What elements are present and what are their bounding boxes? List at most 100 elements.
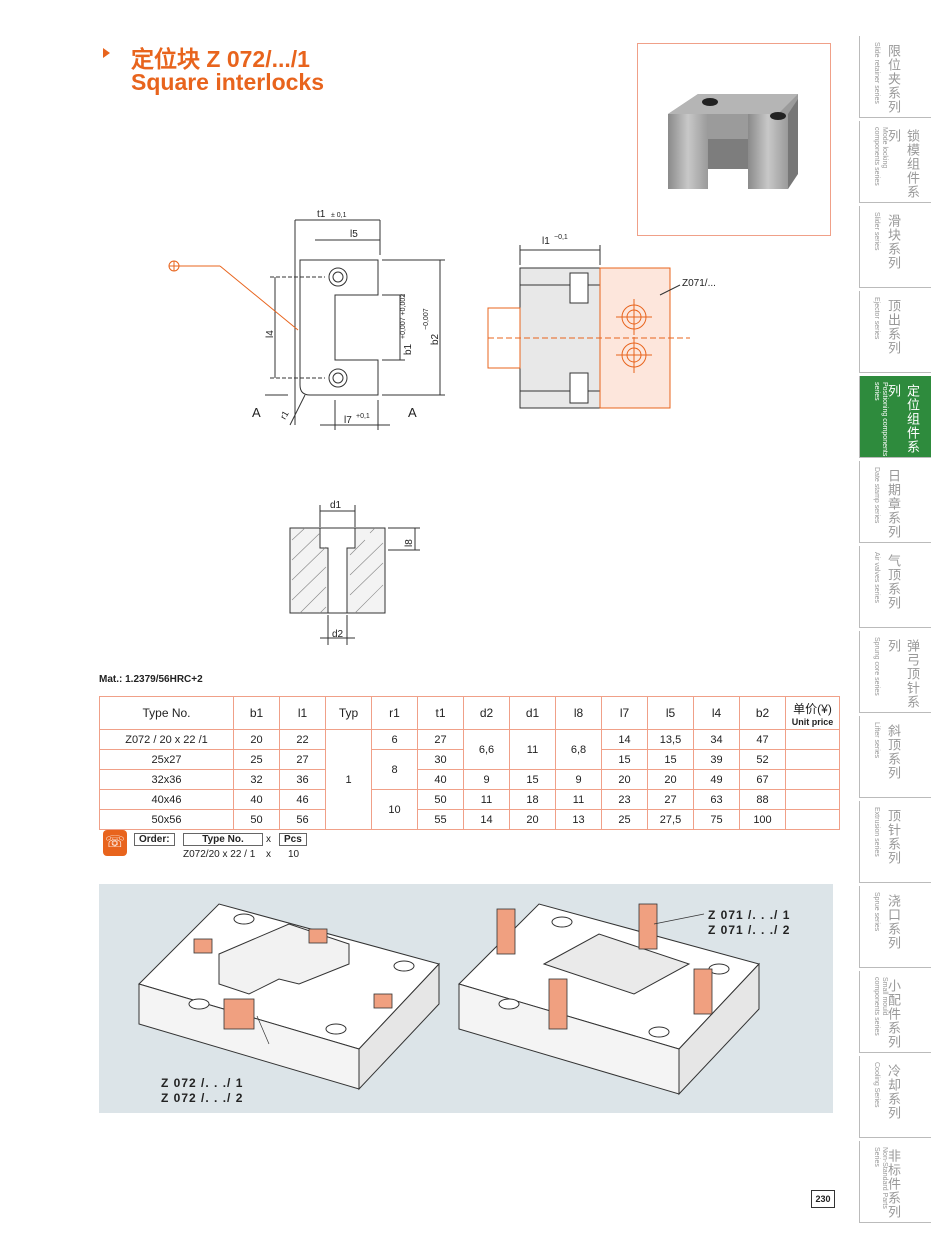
caption-z071-2: Z 071 /. . ./ 2 xyxy=(708,923,791,937)
col-header: t1 xyxy=(417,696,464,730)
price-header-cn: 单价(¥) xyxy=(793,701,832,716)
cell: 11 xyxy=(555,789,602,810)
dim-l1-tol: −0,1 xyxy=(554,234,568,241)
cell: 50 xyxy=(417,789,464,810)
dim-d2: d2 xyxy=(332,629,344,640)
order-x2: x xyxy=(266,849,271,860)
tab-label-en: Positioning components series xyxy=(873,382,888,457)
dim-l4: l4 xyxy=(265,330,276,338)
cell: 75 xyxy=(693,809,740,830)
col-header: d1 xyxy=(509,696,556,730)
order-type-label: Type No. xyxy=(183,833,263,846)
order-x1: x xyxy=(266,834,271,845)
cell-price xyxy=(785,729,840,750)
cell-typ: 1 xyxy=(325,729,372,830)
price-header-en: Unit price xyxy=(791,716,834,727)
cell: 9 xyxy=(463,769,510,790)
dim-t1-tol: ± 0,1 xyxy=(331,212,347,219)
cell: 20 xyxy=(509,809,556,830)
tab-label-cn: 冷却系列 xyxy=(886,1064,901,1120)
cell: 23 xyxy=(601,789,648,810)
dim-l5: l5 xyxy=(350,229,358,240)
col-header: l5 xyxy=(647,696,694,730)
tab-label-cn: 非标件系列 xyxy=(886,1149,901,1219)
cell: 40 xyxy=(233,789,280,810)
tab-label-cn: 定位组件系列 xyxy=(886,384,920,454)
page-number: 230 xyxy=(811,1190,835,1208)
ref-z071: Z071/... xyxy=(682,278,716,289)
col-header: b2 xyxy=(739,696,786,730)
dim-l8: l8 xyxy=(404,539,415,547)
cell: 20 xyxy=(647,769,694,790)
table-header-row: Type No. b1 l1 Typ r1 t1 d2 d1 l8 l7 l5 … xyxy=(99,696,840,730)
cell-r1-merged: 8 xyxy=(371,749,418,790)
cell: 39 xyxy=(693,749,740,770)
cell: Z072 / 20 x 22 /1 xyxy=(99,729,234,750)
cell: 20 xyxy=(601,769,648,790)
col-header: l4 xyxy=(693,696,740,730)
cell: 50 xyxy=(233,809,280,830)
tab-label-en: Sprung core series xyxy=(873,637,880,696)
sidebar-item-sprue[interactable]: 浇口系列 Sprue series xyxy=(859,886,931,968)
tab-label-cn: 锁模组件系列 xyxy=(886,129,920,199)
caption-z072-2: Z 072 /. . ./ 2 xyxy=(161,1091,244,1105)
cell: 67 xyxy=(739,769,786,790)
tab-label-en: Date stamp series xyxy=(873,467,880,524)
cell: 50x56 xyxy=(99,809,234,830)
cell: 25x27 xyxy=(99,749,234,770)
col-header: d2 xyxy=(463,696,510,730)
cell: 25 xyxy=(233,749,280,770)
cell: 34 xyxy=(693,729,740,750)
tab-label-en: Lifter series xyxy=(873,722,880,759)
tab-label-cn: 顶出系列 xyxy=(886,299,901,355)
tab-label-cn: 浇口系列 xyxy=(886,894,901,950)
tab-label-cn: 弹弓顶针系列 xyxy=(886,639,920,709)
cell: 46 xyxy=(279,789,326,810)
cell: 14 xyxy=(601,729,648,750)
cell: 63 xyxy=(693,789,740,810)
cell-l8-merged: 6,8 xyxy=(555,729,602,770)
section-mark-a-left: A xyxy=(252,405,261,420)
cell: 32x36 xyxy=(99,769,234,790)
cell: 40 xyxy=(417,769,464,790)
sidebar-item-sprung-core[interactable]: 弹弓顶针系列 Sprung core series xyxy=(859,631,931,713)
title-en: Square interlocks xyxy=(131,69,325,95)
cell: 52 xyxy=(739,749,786,770)
dim-b1-tol: +0,007 +0,002 xyxy=(400,294,407,339)
order-pcs-label: Pcs xyxy=(279,833,307,846)
cell-price xyxy=(785,749,840,770)
usage-illustration: Z 072 /. . ./ 1 Z 072 /. . ./ 2 Z 071 /.… xyxy=(99,884,833,1113)
phone-icon: ☏ xyxy=(103,830,127,856)
cell: 22 xyxy=(279,729,326,750)
tab-label-en: Sprue series xyxy=(873,892,880,932)
bullet-arrow-icon xyxy=(103,48,110,58)
spec-table: Type No. b1 l1 Typ r1 t1 d2 d1 l8 l7 l5 … xyxy=(99,696,840,830)
order-label: Order: xyxy=(134,833,175,846)
cell: 100 xyxy=(739,809,786,830)
cell: 9 xyxy=(555,769,602,790)
interlock-block-image xyxy=(668,94,798,189)
table-row: 40x46 40 46 10 50 11 18 11 23 27 63 88 xyxy=(99,789,840,830)
dim-b2-tol: −0,007 xyxy=(423,308,430,330)
dim-r1: r1 xyxy=(278,409,291,421)
cell: 20 xyxy=(233,729,280,750)
mould-usage-drawing xyxy=(138,903,760,1096)
cell: 32 xyxy=(233,769,280,790)
tab-label-cn: 气顶系列 xyxy=(886,554,901,610)
cell: 13 xyxy=(555,809,602,830)
table-row: 32x36 32 36 40 9 15 9 20 20 49 67 xyxy=(99,769,840,790)
col-header: l8 xyxy=(555,696,602,730)
cell: 56 xyxy=(279,809,326,830)
